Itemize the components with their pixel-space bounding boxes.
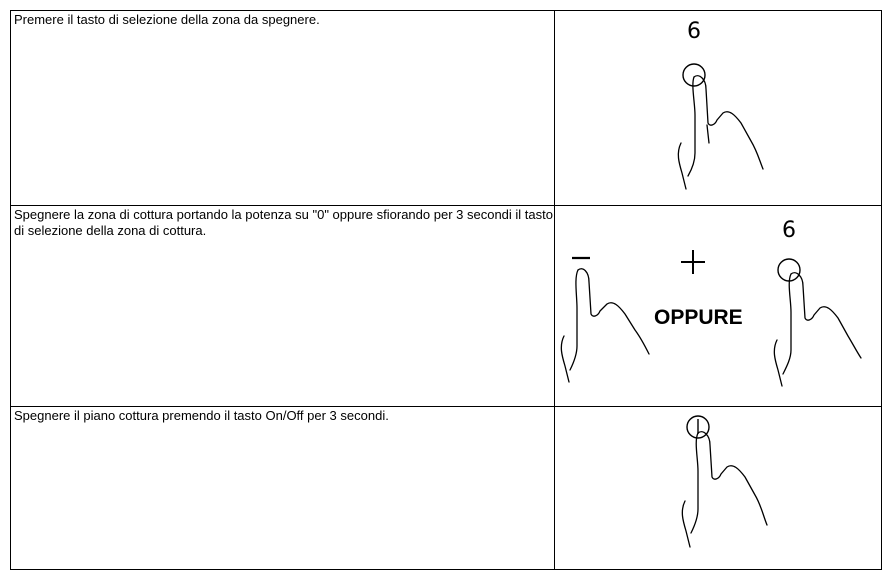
step-2-figure: OPPURE 6	[560, 218, 862, 387]
power-key-icon	[686, 415, 710, 439]
step-row-1: Premere il tasto di selezione della zona…	[10, 10, 882, 206]
pointing-hand-icon	[560, 268, 650, 383]
pointing-hand-icon	[773, 272, 862, 387]
pointing-hand-icon	[681, 431, 768, 548]
step-3-figure	[681, 415, 768, 548]
step-3-text: Spegnere il piano cottura premendo il ta…	[14, 408, 389, 423]
oppure-label: OPPURE	[654, 306, 743, 329]
step-2-text: Spegnere la zona di cottura portando la …	[14, 207, 553, 238]
step-text-cell-1: Premere il tasto di selezione della zona…	[10, 10, 555, 206]
step-figure-cell-2: OPPURE 6	[554, 205, 882, 407]
zone-select-key-icon	[682, 63, 706, 87]
step-figure-cell-3	[554, 406, 882, 570]
pointing-hand-icon	[677, 75, 764, 190]
instruction-table: Premere il tasto di selezione della zona…	[10, 10, 882, 570]
step-row-2: Spegnere la zona di cottura portando la …	[10, 205, 882, 407]
display-digit: 6	[687, 19, 701, 44]
step-1-text: Premere il tasto di selezione della zona…	[14, 12, 320, 27]
display-digit: 6	[782, 218, 796, 243]
step-row-3: Spegnere il piano cottura premendo il ta…	[10, 406, 882, 570]
step-text-cell-2: Spegnere la zona di cottura portando la …	[10, 205, 555, 407]
step-1-figure: 6	[677, 19, 764, 190]
step-figure-cell-1: 6	[554, 10, 882, 206]
zone-select-key-icon	[777, 258, 801, 282]
plus-key-icon	[681, 250, 705, 274]
step-text-cell-3: Spegnere il piano cottura premendo il ta…	[10, 406, 555, 570]
